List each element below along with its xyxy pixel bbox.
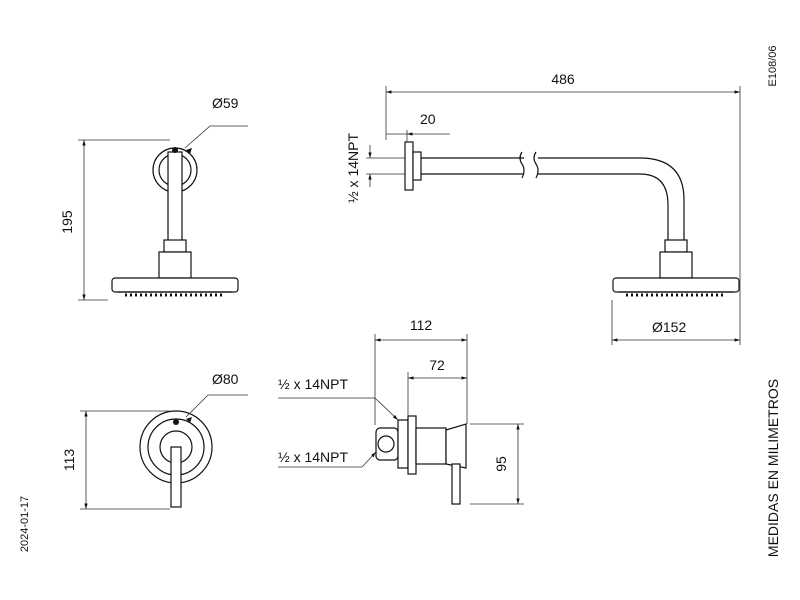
dim-valve-depth-label: 112 — [410, 317, 433, 333]
dim-valve-thread-top-label: ½ x 14NPT — [278, 376, 348, 392]
dim-valve-thread-bottom-label: ½ x 14NPT — [278, 449, 348, 465]
dim-arm-length: 486 — [385, 71, 741, 345]
dim-valve-side-height-label: 95 — [493, 456, 509, 472]
dim-valve-depth: 112 — [374, 317, 468, 425]
valve-side-view — [375, 415, 467, 505]
units-note: MEDIDAS EN MILIMETROS — [765, 379, 781, 557]
dim-arm-flange-label: 20 — [420, 111, 436, 127]
dim-arm-length-label: 486 — [551, 71, 575, 87]
valve-front-view — [139, 410, 213, 508]
dim-head-height-label: 195 — [59, 210, 75, 234]
shower-arm-side-view — [404, 141, 740, 297]
dim-head-diameter: Ø59 — [184, 95, 248, 154]
drawing-date: 2024-01-17 — [19, 496, 31, 552]
dim-arm-flange: 20 — [386, 111, 450, 142]
dim-head-height: 195 — [59, 139, 170, 301]
dim-valve-height-label: 113 — [61, 449, 77, 472]
drawing-code: E108/06 — [767, 46, 779, 87]
dim-valve-diameter: Ø80 — [185, 371, 248, 423]
dim-valve-thread-top: ½ x 14NPT — [278, 376, 399, 421]
dim-valve-height: 113 — [61, 410, 170, 510]
dim-arm-thread-label: ½ x 14NPT — [345, 133, 361, 203]
dim-valve-side-height: 95 — [470, 423, 524, 505]
dim-shower-diameter-label: Ø152 — [652, 319, 686, 335]
dim-valve-thread-bottom: ½ x 14NPT — [278, 449, 377, 468]
dim-shower-diameter: Ø152 — [611, 300, 740, 345]
dim-arm-thread: ½ x 14NPT — [345, 133, 405, 203]
shower-head-front-view — [111, 147, 239, 297]
dim-head-diameter-label: Ø59 — [212, 95, 239, 111]
dim-valve-inner-label: 72 — [429, 357, 445, 373]
dim-valve-diameter-label: Ø80 — [212, 371, 239, 387]
dim-valve-inner: 72 — [407, 357, 467, 416]
